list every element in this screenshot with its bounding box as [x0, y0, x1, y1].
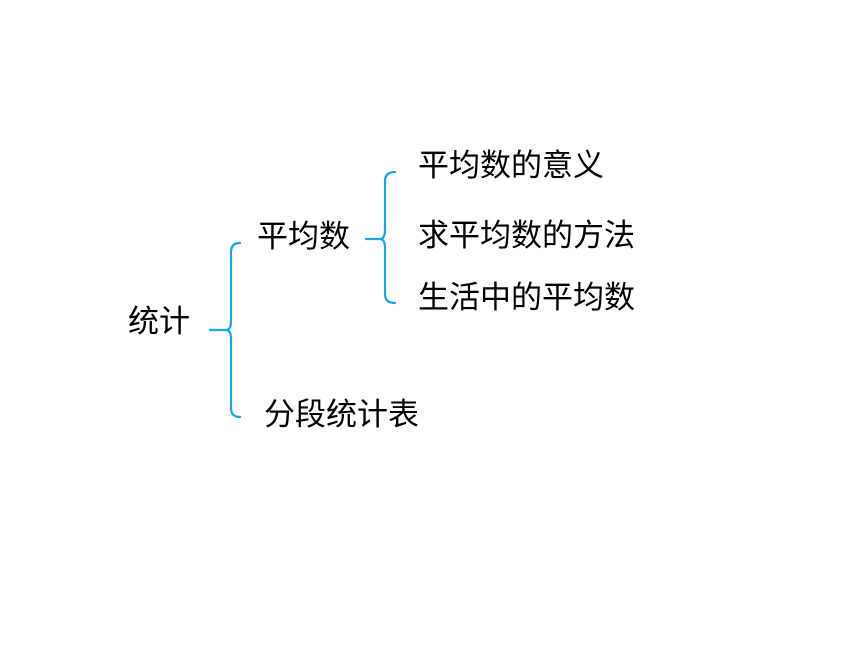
average-bracket — [364, 170, 397, 305]
branch-label-segmented-table: 分段统计表 — [264, 397, 419, 433]
leaf-label-average-meaning: 平均数的意义 — [418, 148, 604, 184]
leaf-label-average-in-life: 生活中的平均数 — [418, 280, 635, 316]
root-bracket-curve — [225, 241, 242, 419]
root-bracket — [208, 241, 242, 419]
branch-label-average: 平均数 — [257, 219, 350, 255]
leaf-label-average-method: 求平均数的方法 — [418, 218, 635, 254]
root-label-statistics: 统计 — [128, 304, 190, 340]
average-bracket-curve — [379, 170, 397, 305]
